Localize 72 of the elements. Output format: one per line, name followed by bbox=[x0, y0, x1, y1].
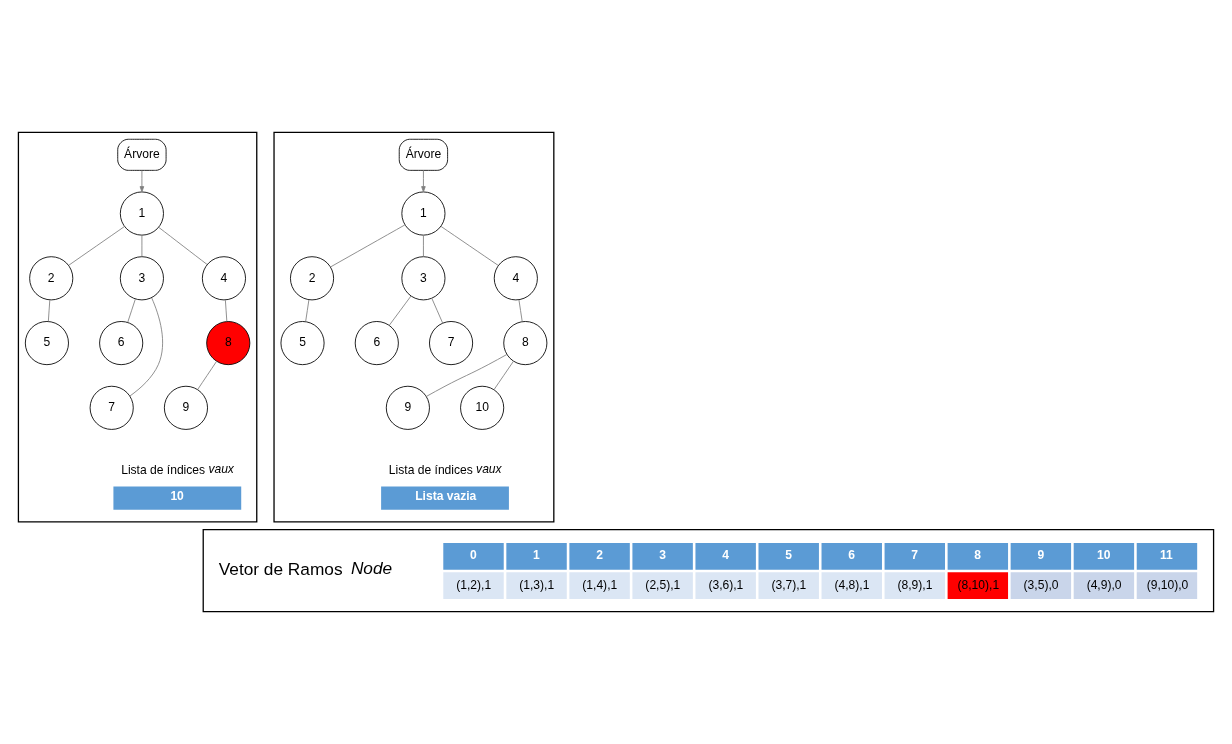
node-circle: 4 bbox=[201, 256, 246, 301]
node-box bbox=[202, 528, 1215, 613]
label: 7 bbox=[911, 547, 919, 562]
label: (2,5),1 bbox=[645, 577, 681, 592]
label: 11 bbox=[1160, 547, 1173, 562]
connector bbox=[431, 298, 444, 324]
connector bbox=[388, 295, 412, 326]
label: (3,7),1 bbox=[771, 577, 807, 592]
node-circle: 10 bbox=[460, 385, 505, 430]
connector bbox=[224, 299, 228, 322]
node-circle: 6 bbox=[99, 321, 144, 366]
label: (8,9),1 bbox=[897, 577, 933, 592]
node-circle: 5 bbox=[24, 321, 69, 366]
label: 10 bbox=[1097, 547, 1111, 562]
node-circle: 5 bbox=[280, 321, 325, 366]
node-box: 10 bbox=[113, 486, 242, 510]
label: (1,4),1 bbox=[582, 577, 618, 592]
label: (3,6),1 bbox=[708, 577, 744, 592]
label: 4 bbox=[722, 547, 729, 562]
node-circle: 9 bbox=[163, 385, 208, 430]
node-circle: 6 bbox=[354, 321, 399, 366]
connector bbox=[141, 234, 143, 257]
arrow bbox=[139, 170, 145, 193]
connector bbox=[47, 299, 51, 322]
label: (3,5),0 bbox=[1023, 577, 1059, 592]
connector bbox=[127, 298, 136, 323]
label: 5 bbox=[785, 547, 792, 562]
cluster bbox=[273, 131, 555, 523]
node-circle: 4 bbox=[493, 256, 538, 301]
node-label: Lista de índices vaux bbox=[121, 461, 234, 477]
node-box: Lista vazia bbox=[381, 486, 509, 510]
connector bbox=[440, 225, 499, 266]
label: (8,10),1 bbox=[957, 577, 1000, 592]
node-circle: 7 bbox=[429, 321, 474, 366]
connector bbox=[197, 361, 217, 390]
node-circle: 1 bbox=[401, 191, 446, 236]
label: (9,10),0 bbox=[1146, 577, 1189, 592]
label: Vetor de Ramos Node bbox=[218, 558, 393, 579]
node-circle: 9 bbox=[385, 385, 430, 430]
node-circle: 7 bbox=[89, 385, 134, 430]
node-label: Lista de índices vaux bbox=[388, 461, 502, 477]
cluster bbox=[17, 131, 258, 523]
connector bbox=[493, 360, 514, 390]
node-box: Árvore bbox=[398, 138, 449, 171]
connector bbox=[330, 224, 406, 268]
label: 6 bbox=[848, 547, 856, 562]
arrow bbox=[421, 170, 426, 193]
connector bbox=[423, 234, 424, 257]
label: (1,3),1 bbox=[519, 577, 555, 592]
connector bbox=[68, 226, 125, 266]
node-circle: 3 bbox=[119, 256, 164, 301]
label: 9 bbox=[1037, 547, 1045, 562]
connector bbox=[305, 299, 310, 322]
node-box: Árvore bbox=[117, 138, 167, 171]
connector bbox=[518, 299, 523, 322]
node-circle: 3 bbox=[401, 256, 446, 301]
connector bbox=[129, 297, 164, 397]
node-circle: 2 bbox=[290, 256, 335, 301]
connector bbox=[425, 354, 508, 397]
node-circle: 2 bbox=[29, 256, 74, 301]
label: 0 bbox=[470, 547, 477, 562]
node-circle: 8 bbox=[206, 321, 251, 366]
label: 3 bbox=[659, 547, 666, 562]
label: 8 bbox=[974, 547, 982, 562]
node-circle: 1 bbox=[119, 191, 164, 236]
label: (4,8),1 bbox=[834, 577, 870, 592]
label: 1 bbox=[533, 547, 540, 562]
label: 2 bbox=[596, 547, 603, 562]
connector bbox=[158, 227, 208, 266]
label: (1,2),1 bbox=[456, 577, 492, 592]
label: (4,9),0 bbox=[1086, 577, 1122, 592]
node-circle: 8 bbox=[503, 321, 548, 366]
